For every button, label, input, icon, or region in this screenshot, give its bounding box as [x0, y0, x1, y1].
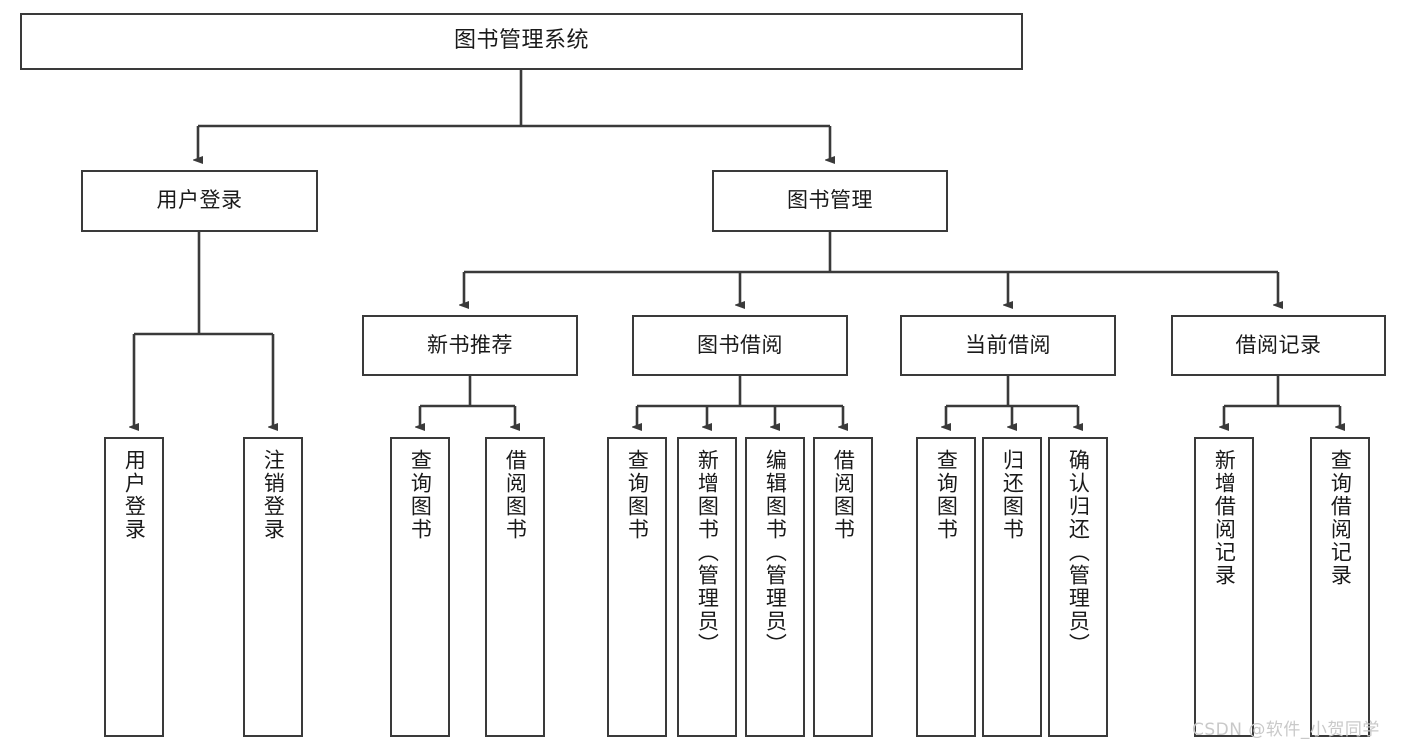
node-label: 归还图书 — [1000, 449, 1025, 541]
node-label: 借阅图书 — [503, 449, 528, 541]
node-label: 新增借阅记录 — [1212, 449, 1237, 587]
leaf-current-query-book[interactable]: 查询图书 — [916, 437, 976, 737]
node-label: 借阅记录 — [1235, 332, 1322, 357]
leaf-current-return-book[interactable]: 归还图书 — [982, 437, 1042, 737]
node-label: 用户登录 — [122, 449, 147, 541]
node-label: 当前借阅 — [965, 332, 1051, 357]
node-label: 查询图书 — [625, 449, 650, 541]
node-label: 注销登录 — [261, 449, 286, 541]
node-root-system[interactable]: 图书管理系统 — [20, 13, 1023, 70]
node-new-book-recommend[interactable]: 新书推荐 — [362, 315, 578, 376]
node-user-login[interactable]: 用户登录 — [81, 170, 318, 232]
node-borrow-records[interactable]: 借阅记录 — [1171, 315, 1386, 376]
node-label: 查询图书 — [408, 449, 433, 541]
leaf-newbook-query-book[interactable]: 查询图书 — [390, 437, 450, 737]
node-label: 图书管理系统 — [453, 28, 589, 54]
csdn-watermark: CSDN @软件_小贺同学 — [1192, 720, 1380, 740]
node-label: 新书推荐 — [427, 332, 513, 357]
node-label: 查询图书 — [934, 449, 959, 541]
leaf-borrow-borrow-book[interactable]: 借阅图书 — [813, 437, 873, 737]
node-label: 图书管理 — [787, 188, 873, 213]
node-label: 图书借阅 — [697, 332, 783, 357]
leaf-borrow-edit-book-admin[interactable]: 编辑图书（管理员） — [745, 437, 805, 737]
node-book-management[interactable]: 图书管理 — [712, 170, 948, 232]
leaf-borrow-add-book-admin[interactable]: 新增图书（管理员） — [677, 437, 737, 737]
node-label: 借阅图书 — [831, 449, 856, 541]
node-label: 新增图书（管理员） — [695, 449, 720, 656]
node-label: 确认归还（管理员） — [1066, 449, 1091, 656]
node-label: 查询借阅记录 — [1328, 449, 1353, 587]
node-label: 编辑图书（管理员） — [763, 449, 788, 656]
leaf-user-login-signout[interactable]: 注销登录 — [243, 437, 303, 737]
leaf-newbook-borrow-book[interactable]: 借阅图书 — [485, 437, 545, 737]
node-book-borrow[interactable]: 图书借阅 — [632, 315, 848, 376]
leaf-current-confirm-return-admin[interactable]: 确认归还（管理员） — [1048, 437, 1108, 737]
leaf-borrow-query-book[interactable]: 查询图书 — [607, 437, 667, 737]
leaf-records-add-record[interactable]: 新增借阅记录 — [1194, 437, 1254, 737]
leaf-records-query-record[interactable]: 查询借阅记录 — [1310, 437, 1370, 737]
node-label: 用户登录 — [156, 188, 243, 213]
leaf-user-login-signin[interactable]: 用户登录 — [104, 437, 164, 737]
node-current-borrow[interactable]: 当前借阅 — [900, 315, 1116, 376]
